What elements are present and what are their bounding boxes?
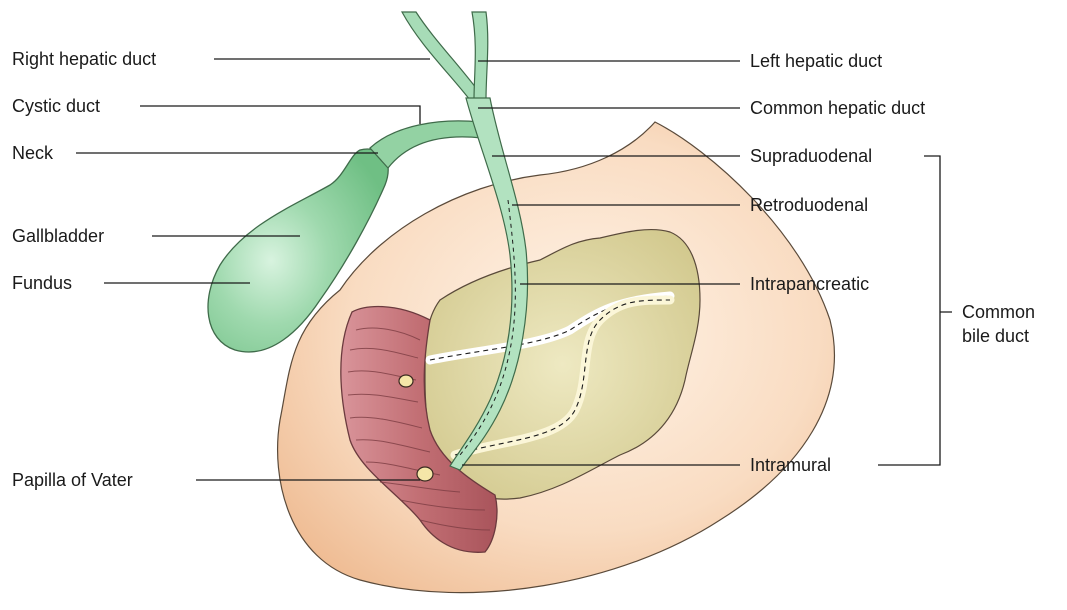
cystic-duct xyxy=(370,121,482,168)
label-gallbladder: Gallbladder xyxy=(12,226,104,246)
label-common-hepatic-duct: Common hepatic duct xyxy=(750,98,925,118)
label-right-hepatic-duct: Right hepatic duct xyxy=(12,49,156,69)
label-common-bile-duct-line1: Common xyxy=(962,302,1035,322)
label-supraduodenal: Supraduodenal xyxy=(750,146,872,166)
label-retroduodenal: Retroduodenal xyxy=(750,195,868,215)
label-cystic-duct: Cystic duct xyxy=(12,96,100,116)
leader-cystic-duct xyxy=(140,106,420,124)
label-papilla-of-vater: Papilla of Vater xyxy=(12,470,133,490)
label-neck: Neck xyxy=(12,143,54,163)
papilla-of-vater xyxy=(417,467,433,481)
label-fundus: Fundus xyxy=(12,273,72,293)
label-intramural: Intramural xyxy=(750,455,831,475)
right-hepatic-duct xyxy=(402,12,482,100)
minor-papilla xyxy=(399,375,413,387)
label-intrapancreatic: Intrapancreatic xyxy=(750,274,869,294)
common-bile-duct-bracket xyxy=(878,156,952,465)
left-hepatic-duct xyxy=(472,12,488,100)
label-common-bile-duct-line2: bile duct xyxy=(962,326,1029,346)
label-left-hepatic-duct: Left hepatic duct xyxy=(750,51,882,71)
